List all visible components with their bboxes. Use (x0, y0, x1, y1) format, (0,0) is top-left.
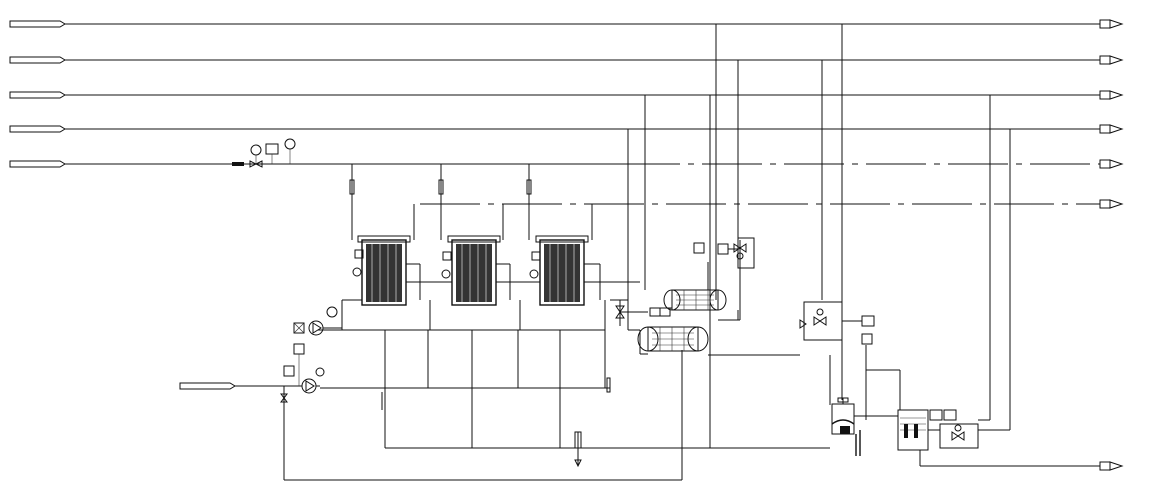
pressure-gauge-icon-2 (284, 138, 296, 150)
exchanger-piping (610, 24, 800, 448)
feed-tag (179, 382, 236, 390)
reactor-feed-drops (349, 164, 593, 240)
reactor-1 (352, 235, 411, 306)
separator-vessel (831, 397, 898, 456)
transmitter-icon (693, 242, 705, 254)
utility-line-1 (9, 19, 1124, 29)
outlet-line-bottom (920, 461, 1124, 471)
valve-station-1 (693, 237, 755, 269)
line-tag-left-3 (9, 91, 66, 99)
valve-station-3 (928, 409, 1010, 449)
reactor-3 (529, 235, 589, 306)
bottom-headers (320, 330, 830, 468)
heat-exchanger-1 (637, 326, 709, 352)
utility-line-6 (420, 199, 1124, 209)
line-tag-left-5 (9, 160, 66, 168)
pressure-gauge-icon (250, 144, 262, 156)
pump-upper (293, 306, 342, 386)
feed-inlet (179, 382, 302, 390)
line-tag-left-4 (9, 125, 66, 133)
heat-exchanger-2 (663, 289, 727, 311)
reactor-interconnects (318, 263, 640, 331)
reactor-2 (441, 235, 501, 306)
line-tag-left-2 (9, 56, 66, 64)
utility-line-3 (9, 90, 1124, 100)
utility-line-4 (9, 124, 1124, 134)
right-piping (821, 24, 1011, 430)
final-tank (897, 409, 929, 466)
instrument-cluster-top (249, 138, 296, 168)
utility-line-5 (9, 159, 1124, 169)
utility-line-2 (9, 55, 1124, 65)
pump-lower (280, 365, 325, 480)
valve-station-2 (799, 301, 875, 345)
control-box-icon (265, 143, 279, 155)
line-tag-left-1 (9, 20, 66, 28)
